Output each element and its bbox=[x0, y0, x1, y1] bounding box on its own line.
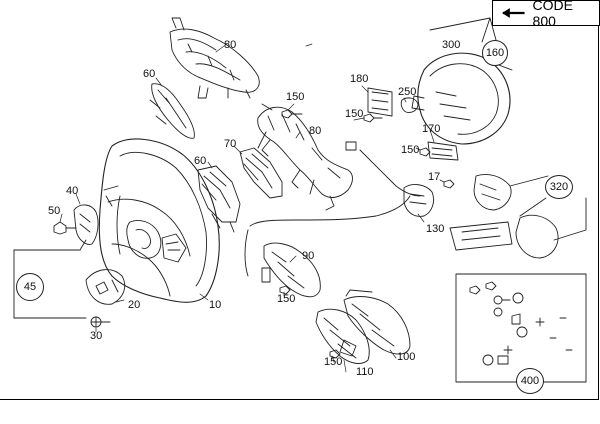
switch-module-180 bbox=[367, 87, 393, 117]
callout-40: 40 bbox=[66, 185, 79, 197]
airbag-300 bbox=[411, 52, 511, 145]
cover-100 bbox=[343, 289, 411, 355]
leader-lines bbox=[59, 43, 445, 373]
sensor-250 bbox=[400, 97, 419, 113]
callout-60-lower: 60 bbox=[194, 155, 207, 167]
callout-17: 17 bbox=[428, 171, 441, 183]
kit-400-box bbox=[455, 273, 587, 383]
group-320-lines bbox=[509, 175, 587, 241]
callout-320-circle: 320 bbox=[545, 175, 573, 199]
upper-cover-80 bbox=[169, 17, 260, 99]
callout-110: 110 bbox=[356, 366, 374, 378]
callout-180: 180 bbox=[350, 73, 369, 85]
callout-150-bottom: 150 bbox=[324, 356, 343, 368]
callout-170: 170 bbox=[422, 123, 441, 135]
callout-80-frame: 80 bbox=[309, 125, 322, 137]
callout-70: 70 bbox=[224, 138, 237, 150]
callout-400-circle: 400 bbox=[516, 368, 544, 394]
trim-cover-60-upper bbox=[149, 83, 195, 139]
callout-300: 300 bbox=[442, 39, 461, 51]
callout-30: 30 bbox=[90, 330, 103, 342]
callout-130: 130 bbox=[426, 223, 445, 235]
callout-45-circle: 45 bbox=[16, 273, 44, 301]
callout-150-module: 150 bbox=[401, 144, 420, 156]
part-320-lower bbox=[449, 214, 559, 259]
shift-paddle-40 bbox=[73, 204, 99, 245]
steering-wheel-rim bbox=[98, 138, 220, 303]
screw-150-bottom bbox=[329, 349, 341, 359]
callout-80-upper-cover: 80 bbox=[224, 39, 237, 51]
steering-frame-80 bbox=[257, 103, 353, 211]
callout-50: 50 bbox=[48, 205, 61, 217]
callout-150-top: 150 bbox=[286, 91, 305, 103]
part-130 bbox=[403, 184, 435, 217]
bracket-70 bbox=[239, 147, 283, 199]
exploded-parts-drawing bbox=[13, 17, 587, 383]
screw-150-right bbox=[363, 113, 383, 123]
callout-10: 10 bbox=[209, 299, 222, 311]
switch-module-170 bbox=[427, 141, 459, 161]
trim-cover-60-lower bbox=[197, 165, 241, 233]
callout-160-circle: 160 bbox=[482, 40, 508, 66]
group-45-lines bbox=[13, 239, 87, 319]
switch-cover-20 bbox=[85, 269, 126, 305]
part-320-upper bbox=[473, 174, 512, 211]
callout-150-near-90: 150 bbox=[277, 293, 296, 305]
callout-150-right: 150 bbox=[345, 108, 364, 120]
cover-110 bbox=[315, 308, 370, 364]
screw-30 bbox=[90, 316, 111, 328]
callout-100: 100 bbox=[397, 351, 416, 363]
callout-90: 90 bbox=[302, 250, 315, 262]
callout-250: 250 bbox=[398, 86, 417, 98]
screw-50 bbox=[53, 221, 77, 235]
code-label: CODE 800 bbox=[532, 0, 573, 29]
screw-150-module bbox=[419, 147, 431, 157]
screw-17 bbox=[443, 179, 455, 189]
screw-150-top bbox=[281, 109, 303, 119]
callout-60-upper: 60 bbox=[143, 68, 156, 80]
kit-400-parts bbox=[469, 281, 573, 366]
code-legend-box: CODE 800 bbox=[492, 0, 600, 29]
callout-20: 20 bbox=[128, 299, 141, 311]
left-arrow-icon bbox=[501, 8, 525, 18]
diagram-frame bbox=[0, 0, 599, 400]
screw-150-lower bbox=[279, 285, 291, 295]
wiring-harness bbox=[244, 141, 421, 277]
cover-90 bbox=[261, 242, 321, 298]
